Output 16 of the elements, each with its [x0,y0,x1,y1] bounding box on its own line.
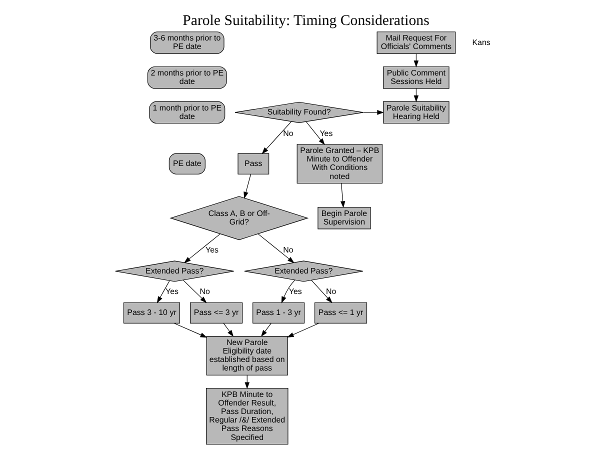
arrow [182,280,207,304]
arrow [244,174,252,199]
arrow [363,110,384,115]
arrow [286,322,320,338]
arrow [311,280,332,304]
arrow [340,182,346,208]
arrow [174,322,208,338]
arrow [281,280,296,304]
arrow [184,234,221,264]
arrow [262,121,292,154]
arrow [306,121,325,146]
arrow [223,323,234,337]
arrow [258,234,294,264]
diagram-title: Parole Suitability: Timing Considerations [182,12,430,29]
arrow [156,280,170,304]
arrow [260,323,272,337]
